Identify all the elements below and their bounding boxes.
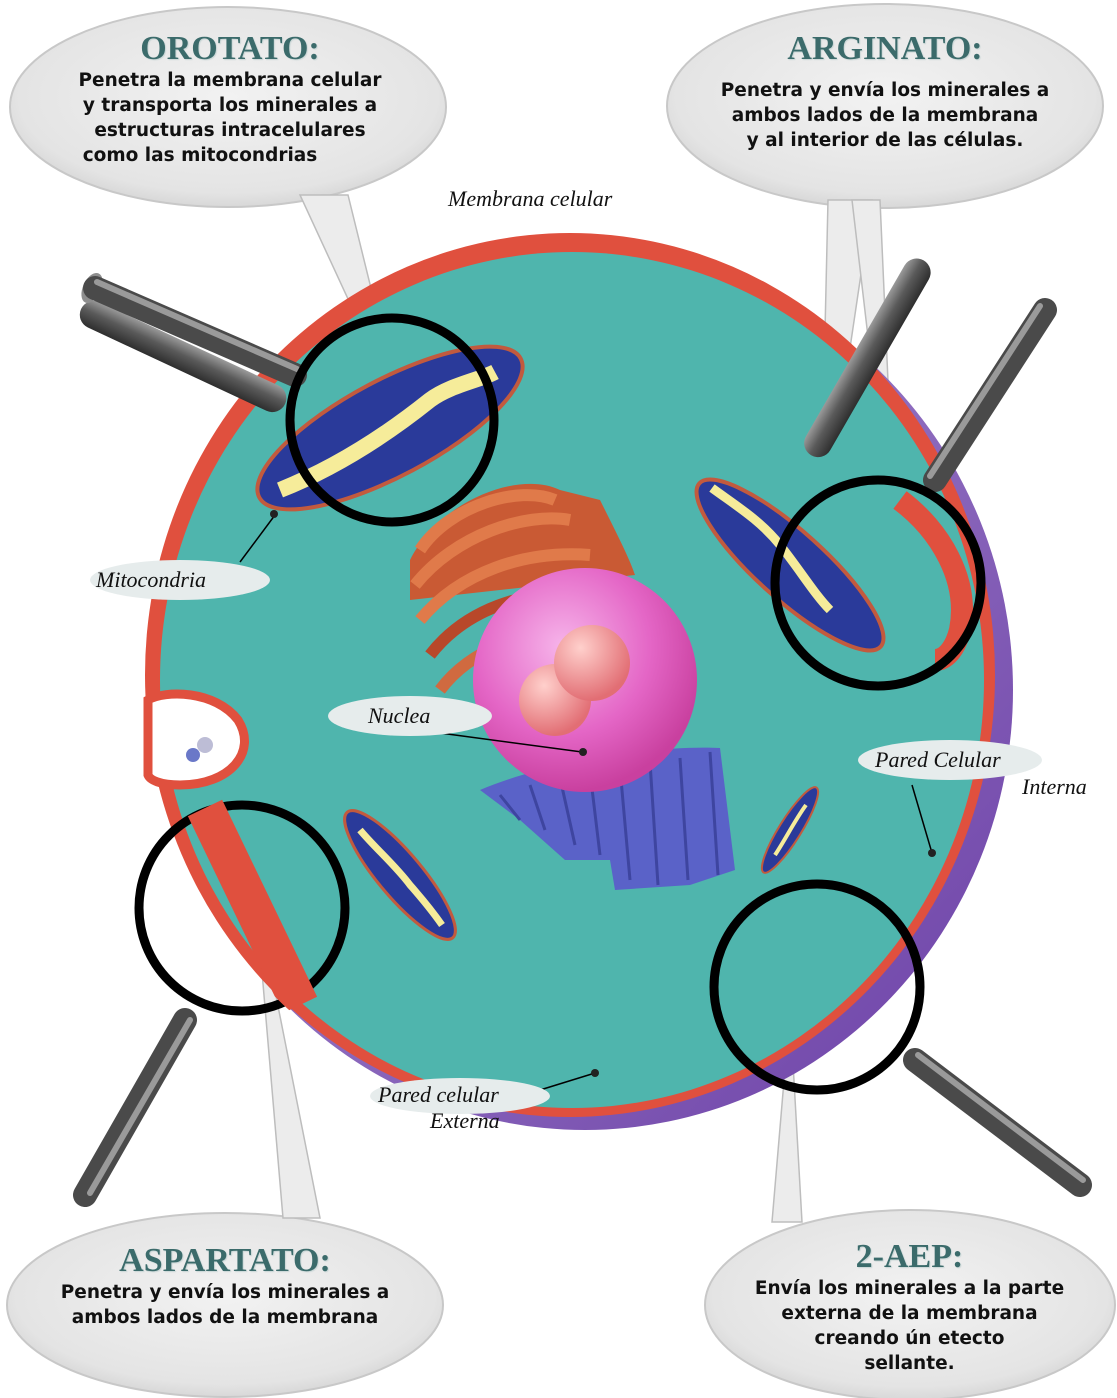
orotato-line-2: y transporta los minerales a xyxy=(40,93,420,118)
orotato-callout: OROTATO: Penetra la membrana celular y t… xyxy=(40,30,420,168)
aspartato-line-2: ambos lados de la membrana xyxy=(30,1305,420,1330)
aspartato-callout: ASPARTATO: Penetra y envía los minerales… xyxy=(30,1242,420,1330)
aep-title: 2-AEP: xyxy=(722,1238,1097,1276)
aep-line-1: Envía los minerales a la parte xyxy=(722,1276,1097,1301)
pin-top-right-hl xyxy=(930,306,1040,476)
pin-bottom-left-shaft xyxy=(85,1020,185,1195)
aep-line-2: externa de la membrana xyxy=(722,1301,1097,1326)
pared-celular-externa-label-2: Externa xyxy=(430,1108,500,1134)
pin-top-right-shaft xyxy=(935,310,1045,480)
arginato-line-2: ambos lados de la membrana xyxy=(690,103,1080,128)
pin-bottom-right-hl xyxy=(918,1055,1083,1180)
nuclea-label: Nuclea xyxy=(368,703,430,729)
orotato-title: OROTATO: xyxy=(40,30,420,68)
orotato-line-1: Penetra la membrana celular xyxy=(40,68,420,93)
membrane-indentation xyxy=(148,694,245,785)
arginato-line-1: Penetra y envía los minerales a xyxy=(690,78,1080,103)
arginato-callout: ARGINATO: Penetra y envía los minerales … xyxy=(690,30,1080,153)
nucleolus xyxy=(554,625,630,701)
orotato-line-3: estructuras intracelulares xyxy=(40,118,420,143)
arginato-title: ARGINATO: xyxy=(690,30,1080,68)
pared-celular-interna-label-1: Pared Celular xyxy=(875,747,1001,773)
pin-bottom-left-hl xyxy=(90,1020,190,1193)
pin-bottom-right-shaft xyxy=(915,1060,1080,1185)
membrana-celular-label: Membrana celular xyxy=(448,186,612,212)
aep-line-3: creando ún etecto xyxy=(722,1326,1097,1351)
aspartato-title: ASPARTATO: xyxy=(30,1242,420,1280)
mitocondria-label: Mitocondria xyxy=(96,567,206,593)
aspartato-line-1: Penetra y envía los minerales a xyxy=(30,1280,420,1305)
pared-celular-externa-label-1: Pared celular xyxy=(378,1082,499,1108)
pared-celular-interna-label-2: Interna xyxy=(1022,774,1087,800)
arginato-line-3: y al interior de las células. xyxy=(690,128,1080,153)
orotato-line-4: como las mitocondrias xyxy=(0,143,420,168)
aep-callout: 2-AEP: Envía los minerales a la parte ex… xyxy=(722,1238,1097,1376)
aep-line-4: sellante. xyxy=(722,1351,1097,1376)
